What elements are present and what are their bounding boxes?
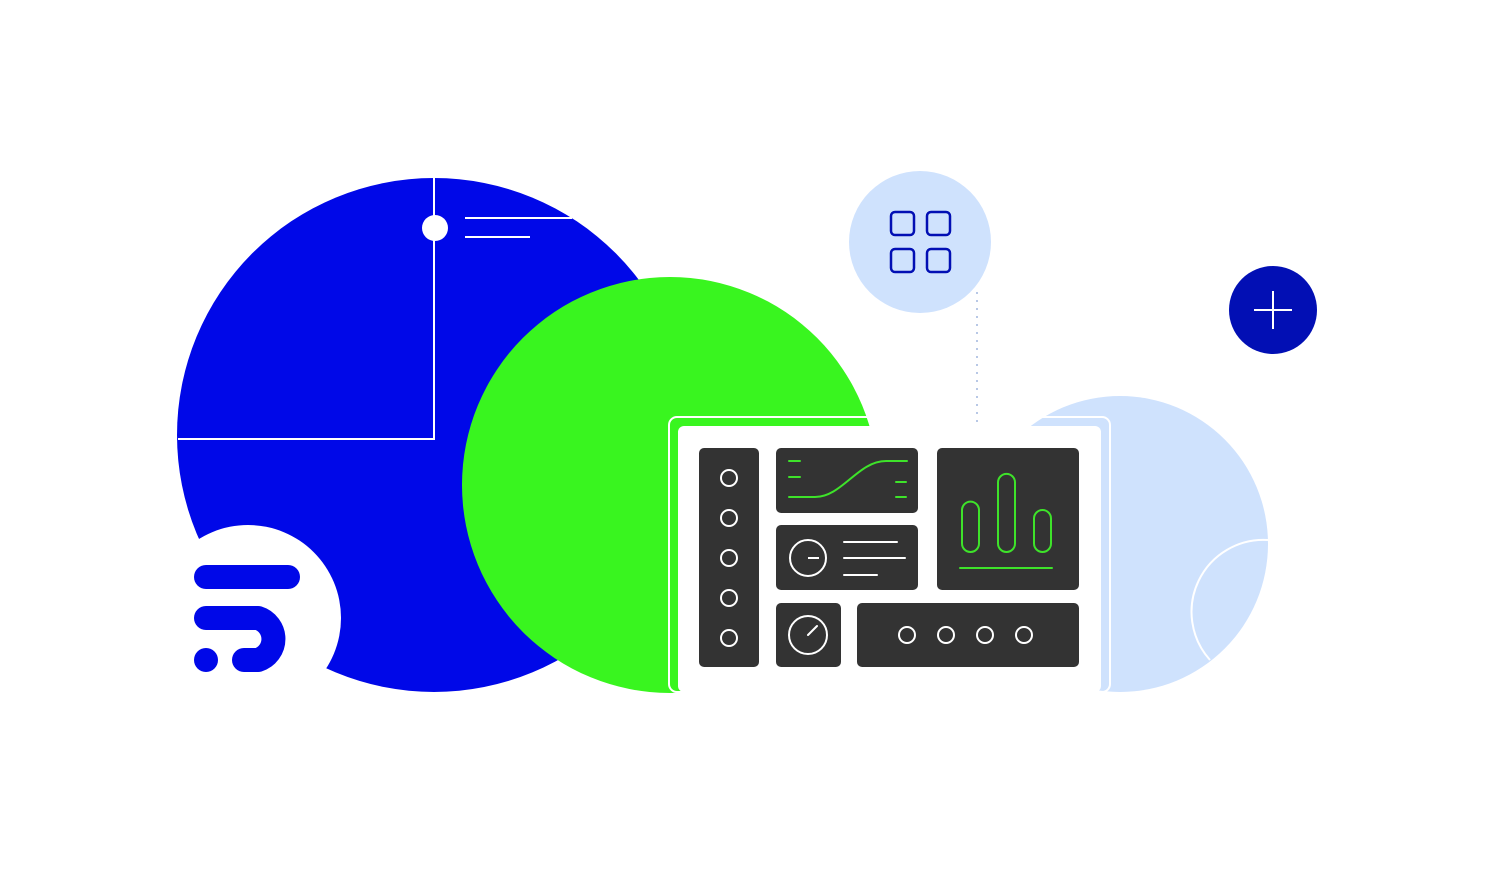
knob-strip-panel (857, 603, 1079, 667)
bar-chart-bar (997, 472, 1016, 554)
strip-knob (937, 626, 955, 644)
bar-chart-panel (937, 448, 1079, 590)
apps-grid-icon (849, 171, 991, 313)
sidebar-knob (720, 589, 738, 607)
strip-knob (976, 626, 994, 644)
dashboard-sidebar (699, 448, 759, 667)
frame-node-dot (422, 215, 448, 241)
gauge-icon (788, 615, 828, 655)
strip-knob-group (898, 626, 1033, 644)
sidebar-knob (720, 469, 738, 487)
strip-knob (898, 626, 916, 644)
sidebar-knob (720, 509, 738, 527)
clock-dial-icon (789, 539, 827, 577)
bar-chart-bar (961, 500, 980, 554)
dial-text-lines (843, 541, 906, 576)
bar-chart (961, 472, 1052, 554)
curve-chart-lines (788, 460, 908, 498)
light-blue-circle-inner-arc (1190, 538, 1269, 661)
sidebar-knob-group (720, 469, 738, 647)
sidebar-knob (720, 629, 738, 647)
brand-logo-icon (155, 525, 341, 711)
plus-icon[interactable] (1229, 266, 1317, 354)
bar-chart-bar (1033, 509, 1052, 553)
strip-knob (1015, 626, 1033, 644)
sidebar-knob (720, 549, 738, 567)
